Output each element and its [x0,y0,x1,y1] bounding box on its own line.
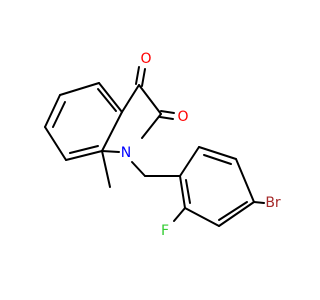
molecule-structure: O O N Br F [44,51,281,239]
bond-inner [97,88,117,112]
bond [138,84,162,115]
bond [121,84,140,113]
nitrogen-label: N [121,145,131,161]
benzyl-ring [179,146,255,227]
c-br-bond [253,201,265,204]
bond-inner [203,154,232,165]
oxygen-ketone-label: O [140,51,151,67]
bond [179,146,200,177]
bond [44,126,67,161]
bond [159,116,174,120]
bond [198,146,237,160]
c-f-bond [173,207,186,222]
bond-inner [69,145,99,154]
bromine-label: Br [265,195,281,211]
bond [135,66,140,85]
oxygen-amide-label: O [177,109,188,125]
bond [59,82,100,96]
molecule-diagram: O O N Br F [44,51,281,239]
fluorine-label: F [161,223,169,239]
bond [101,111,123,152]
bond [218,201,255,227]
bond [235,158,255,203]
n-ch2-bond [131,161,146,177]
bond [65,150,103,161]
bond-inner [185,179,191,204]
bond [141,113,162,139]
bond [44,94,61,128]
bond [141,68,146,87]
bond [179,175,186,209]
ketone-double-bond [135,66,146,87]
bond [98,82,123,113]
indoline-five-ring [101,84,162,153]
bond-inner [218,201,248,221]
bond [184,207,220,227]
bond-inner [52,101,66,128]
indoline-benzene-ring [44,82,123,161]
methyl-bond [101,150,111,188]
amide-double-bond [159,110,175,120]
bond [160,110,175,114]
bond [101,150,120,153]
